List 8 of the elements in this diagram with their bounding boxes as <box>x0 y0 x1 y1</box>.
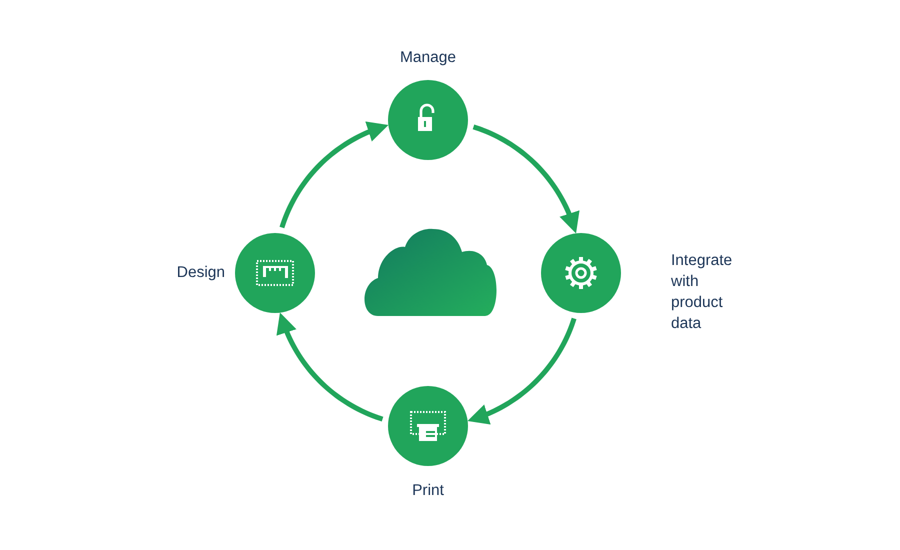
step-label: Design <box>176 263 225 283</box>
step-label: Manage <box>400 48 456 68</box>
cycle-arrow <box>467 318 576 425</box>
step-label: Integrate with product data <box>671 251 732 334</box>
cycle-arrow <box>276 312 384 422</box>
cycle-arrow <box>280 121 389 228</box>
cycle-arrow <box>472 124 580 234</box>
step-label: Print <box>412 481 444 501</box>
